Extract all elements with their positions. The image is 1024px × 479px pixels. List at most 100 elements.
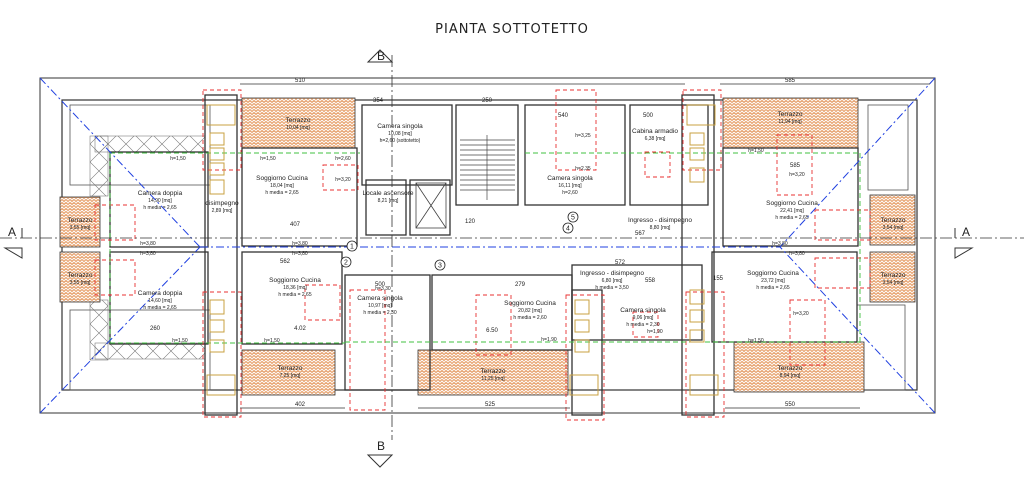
section-label: B xyxy=(377,439,385,453)
section-marker-b-top: B xyxy=(366,49,394,63)
height-label: h=1,90 xyxy=(647,329,663,335)
truss-bottom-left-h xyxy=(94,342,206,360)
section-label: B xyxy=(377,49,385,63)
height-zones xyxy=(94,89,871,421)
height-label: h=3,30 xyxy=(375,286,391,292)
section-marker-a-right: A xyxy=(954,225,974,259)
roof-axes xyxy=(39,77,936,414)
terrace-bottom-center xyxy=(417,349,569,396)
dim-sog2: 562 xyxy=(280,259,291,265)
elevator-shaft xyxy=(415,182,447,229)
truss-bottom-left-v xyxy=(89,299,109,361)
terrace-bottom-right xyxy=(733,341,865,393)
dim-585: 585 xyxy=(790,163,801,169)
dim-top-left: 510 xyxy=(295,78,306,84)
dim-cam-singola: 354 xyxy=(373,98,384,104)
interior-walls xyxy=(109,94,859,416)
bathroom-fixtures xyxy=(206,104,719,396)
dim-ingresso-bot: 572 xyxy=(615,260,626,266)
height-label: h=1,50 xyxy=(172,338,188,344)
terrace-top-right xyxy=(722,97,859,149)
dim-sog3: 4.02 xyxy=(294,326,306,332)
section-label: A xyxy=(962,225,970,239)
marker-circle xyxy=(434,259,446,271)
dim-ingresso-top: 567 xyxy=(635,231,646,237)
height-label: h=3,80 xyxy=(140,241,156,247)
dimension-lines xyxy=(240,83,930,409)
height-label: h=3,80 xyxy=(140,251,156,257)
height-label: h=3,20 xyxy=(789,172,805,178)
height-label: h=1,50 xyxy=(748,338,764,344)
marker-circle xyxy=(346,240,358,252)
height-label: h=2,35 xyxy=(575,166,591,172)
dim-sog-c: 279 xyxy=(515,282,526,288)
height-label: h=1,50 xyxy=(260,156,276,162)
height-label: h=3,20 xyxy=(793,311,809,317)
section-marker-b-bottom: B xyxy=(366,439,394,468)
height-label: h=3,20 xyxy=(335,177,351,183)
outer-boundary xyxy=(39,77,936,414)
height-label: h=2,60 xyxy=(335,156,351,162)
height-label: h=3,80 xyxy=(789,251,805,257)
truss-top-left-v xyxy=(89,135,109,197)
marker-label: 1 xyxy=(350,244,354,251)
eave-right-top xyxy=(867,104,909,191)
terrace-left-1 xyxy=(59,196,101,248)
height-label: h=3,25 xyxy=(575,133,591,139)
terrace-right-1 xyxy=(869,194,916,246)
marker-label: 5 xyxy=(571,215,575,222)
height-label: h=3,80 xyxy=(292,251,308,257)
dim-cam-top: 540 xyxy=(558,113,569,119)
height-label: h=1,50 xyxy=(264,338,280,344)
dim-sog1: 407 xyxy=(290,222,301,228)
height-label: h=1,50 xyxy=(748,148,764,154)
staircase xyxy=(460,135,515,200)
height-label: h=1,90 xyxy=(541,337,557,343)
height-label: h=3,80 xyxy=(772,241,788,247)
drawing-title: PIANTA SOTTOTETTO xyxy=(435,22,589,37)
marker-label: 3 xyxy=(438,263,442,270)
section-marker-a-left: A xyxy=(3,225,23,259)
dim-120: 120 xyxy=(465,219,476,225)
dim-bottom-mid: 525 xyxy=(485,402,496,408)
dim-650: 6.50 xyxy=(486,328,498,334)
marker-circle xyxy=(340,256,352,268)
dim-cam-l: 260 xyxy=(150,326,161,332)
height-label: h=1,50 xyxy=(170,156,186,162)
dim-cabina: 500 xyxy=(643,113,654,119)
terrace-bottom-left xyxy=(241,349,336,396)
dim-cam-s-bot: 500 xyxy=(375,282,386,288)
truss-top-left-h xyxy=(94,135,206,153)
terrace-right-2 xyxy=(869,251,916,303)
terrace-left-2 xyxy=(59,251,101,303)
section-label: A xyxy=(8,225,16,239)
dim-155: 155 xyxy=(713,276,724,282)
